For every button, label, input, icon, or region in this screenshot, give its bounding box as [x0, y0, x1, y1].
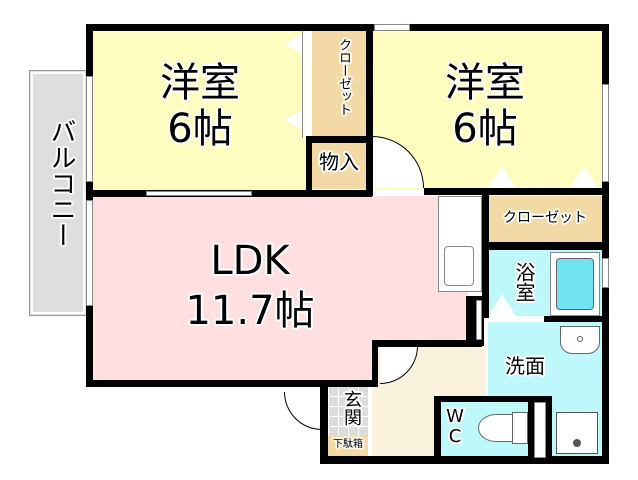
- toilet-tank: [512, 412, 528, 444]
- drain-icon: [577, 336, 583, 342]
- closet-door-marker: [284, 34, 302, 54]
- wall: [434, 396, 441, 460]
- western-room-1: [92, 30, 306, 192]
- window-balcony-lower[interactable]: [86, 200, 93, 306]
- wall: [372, 340, 482, 347]
- wall: [372, 340, 378, 386]
- balcony: [29, 70, 87, 316]
- western-room-1-name: 洋室: [160, 60, 240, 106]
- entrance-label: 玄関: [341, 390, 362, 426]
- ldk-extension: [438, 292, 468, 342]
- wall: [320, 380, 328, 464]
- wall: [528, 396, 534, 460]
- bathtub-basin: [556, 258, 594, 310]
- closet-door-marker: [284, 110, 302, 130]
- closet-vertical: [312, 30, 366, 136]
- washing-machine-pan: [556, 412, 598, 454]
- closet-door-marker: [488, 166, 516, 188]
- storage-gap: [476, 300, 482, 340]
- wall: [482, 188, 489, 318]
- storage: [312, 143, 366, 189]
- entrance: [328, 386, 368, 436]
- closet-door-track: [302, 30, 308, 138]
- hallway-extension: [438, 346, 486, 396]
- wc-partition-gap: [534, 402, 546, 458]
- western-room-1-size: 6帖: [167, 106, 233, 152]
- wall: [424, 188, 608, 195]
- wall: [366, 24, 373, 196]
- kitchen-sink: [444, 246, 474, 286]
- western-room-2-size: 6帖: [452, 106, 518, 152]
- bathroom-label: 浴室: [512, 262, 536, 302]
- toilet-label: WC: [446, 406, 464, 447]
- wall: [544, 316, 608, 322]
- closet-door-marker: [570, 166, 598, 188]
- wall: [546, 396, 552, 460]
- closet-horizontal-label: クローゼット: [503, 210, 587, 226]
- drain-icon: [573, 439, 581, 447]
- window-bath[interactable]: [602, 258, 609, 288]
- wall: [306, 136, 312, 194]
- wall: [320, 456, 608, 464]
- front-door[interactable]: [284, 392, 322, 430]
- storage-label: 物入: [319, 150, 359, 174]
- ldk-name: LDK: [210, 238, 290, 284]
- wall: [482, 242, 608, 250]
- balcony-label: バルコニー: [46, 118, 76, 248]
- western-room-2-name: 洋室: [445, 60, 525, 106]
- sliding-door-ldk[interactable]: [146, 191, 252, 196]
- closet-vertical-label: クローゼット: [336, 38, 351, 116]
- shoe-box-label: 下駄箱: [333, 439, 363, 450]
- closet-horizontal: [488, 196, 602, 242]
- window-right[interactable]: [602, 84, 609, 182]
- ldk-size: 11.7帖: [185, 288, 315, 334]
- window-top[interactable]: [374, 24, 410, 31]
- window-balcony-upper[interactable]: [86, 76, 93, 182]
- toilet-bowl[interactable]: [478, 414, 514, 442]
- wall: [306, 136, 370, 143]
- wall: [86, 24, 608, 31]
- shoe-box: [328, 436, 368, 456]
- wall: [86, 380, 378, 387]
- washroom-label: 洗面: [505, 354, 545, 378]
- bathroom-door-marker: [488, 294, 516, 316]
- wall: [434, 396, 552, 402]
